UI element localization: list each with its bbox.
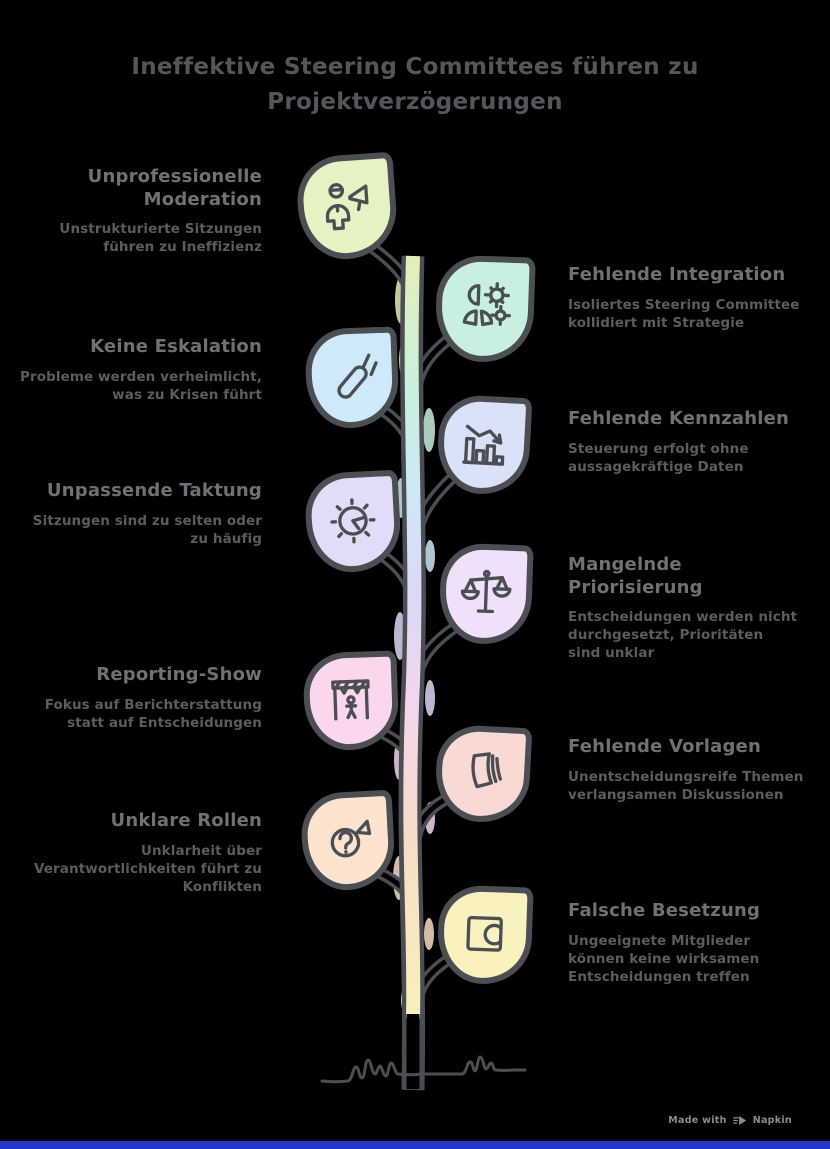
raised-arm-icon [337, 353, 378, 399]
leaf-text-block: Fehlende Vorlagen Unentscheidungsreife T… [568, 736, 813, 804]
made-with-napkin-badge[interactable]: Made with Napkin [668, 1114, 792, 1127]
leaf-text-block: Keine Eskalation Probleme werden verheim… [12, 336, 262, 404]
item-desc: Fokus auf Berichterstattung statt auf En… [44, 696, 262, 731]
question-mark-icon [330, 819, 372, 858]
balance-scale-icon [460, 569, 512, 614]
declining-chart-icon [462, 424, 505, 466]
leaf-icon-holder [456, 904, 514, 966]
item-desc: Entscheidungen werden nicht durchgesetzt… [568, 609, 798, 662]
leaf-icon-holder [453, 743, 512, 806]
leaf-text-block: Unpassende Taktung Sitzungen sind zu sel… [17, 480, 262, 548]
person-gears-icon [462, 282, 511, 327]
leaf-text-block: Falsche Besetzung Ungeeignete Mitglieder… [568, 900, 808, 986]
leaf-icon-holder [317, 175, 377, 239]
item-desc: Unstrukturierte Sitzungen führen zu Inef… [59, 221, 262, 256]
item-title: Reporting-Show [96, 664, 262, 685]
leaf-icon-holder [457, 563, 515, 625]
leaf [433, 723, 533, 825]
leaf [435, 393, 533, 497]
clock-icon [330, 498, 376, 544]
announcer-icon [325, 183, 369, 231]
item-title: Mangelnde Priorisierung [568, 554, 703, 598]
item-desc: Ungeeignete Mitglieder können keine wirk… [568, 932, 760, 985]
leaf [304, 326, 400, 430]
made-with-label: Made with [668, 1115, 727, 1126]
item-desc: Probleme werden verheimlicht, was zu Kri… [19, 368, 262, 403]
item-title: Keine Eskalation [90, 336, 262, 357]
napkin-logo-icon [732, 1116, 746, 1125]
leaf-icon-holder [318, 810, 377, 873]
infographic-title: Ineffektive Steering Committees führen z… [131, 54, 699, 115]
leaf-text-block: Fehlende Kennzahlen Steuerung erfolgt oh… [568, 408, 803, 476]
documents-icon [471, 752, 502, 789]
leaf-icon-holder [454, 414, 513, 477]
watercolor-blobs [393, 276, 435, 1018]
leaf-icon-holder [456, 278, 514, 340]
leaf-icon-holder [322, 670, 380, 732]
item-title: Fehlende Kennzahlen [568, 408, 790, 429]
item-desc: Unentscheidungsreife Themen verlangsamen… [568, 768, 804, 803]
branches [366, 241, 460, 1008]
item-desc: Steuerung erfolgt ohne aussagekräftige D… [568, 440, 749, 475]
item-desc: Sitzungen sind zu selten oder zu häufig [32, 512, 262, 547]
leaf [294, 151, 400, 263]
leaf-icon-holder [323, 491, 382, 554]
item-title: Fehlende Vorlagen [568, 736, 761, 757]
leaf [438, 542, 534, 646]
leaf-icon-holder [323, 347, 381, 409]
leaf [299, 789, 397, 893]
item-desc: Unklarheit über Verantwortlichkeiten füh… [33, 842, 262, 895]
item-title: Unpassende Taktung [46, 480, 262, 501]
leaf-text-block: Mangelnde Priorisierung Entscheidungen w… [568, 554, 798, 663]
item-title: Unprofessionelle Moderation [87, 166, 262, 210]
puzzle-piece-icon [466, 915, 503, 952]
leaf-text-block: Unprofessionelle Moderation Unstrukturie… [27, 166, 262, 256]
stage-presenter-icon [331, 679, 370, 721]
napkin-brand-label: Napkin [752, 1115, 792, 1126]
leaf-text-block: Unklare Rollen Unklarheit über Verantwor… [27, 810, 262, 896]
bottom-accent-bar [0, 1141, 830, 1149]
item-title: Fehlende Integration [568, 264, 786, 285]
leaf [436, 884, 534, 986]
leaf-text-block: Reporting-Show Fokus auf Berichterstattu… [27, 664, 262, 732]
stem-outline [398, 255, 426, 1091]
grass [320, 1055, 527, 1084]
stem-fill [403, 255, 422, 1019]
item-title: Falsche Besetzung [568, 900, 761, 921]
item-title: Unklare Rollen [110, 810, 262, 831]
leaf [302, 650, 400, 752]
leaf [434, 254, 536, 364]
leaf [303, 469, 403, 575]
leaf-text-block: Fehlende Integration Isoliertes Steering… [568, 264, 803, 332]
item-desc: Isoliertes Steering Committee kollidiert… [568, 296, 800, 331]
